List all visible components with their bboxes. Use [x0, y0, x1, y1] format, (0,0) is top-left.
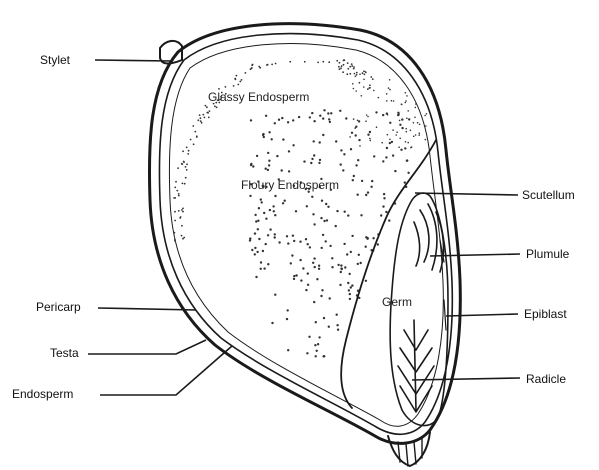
glassy-endosperm-dots	[173, 59, 427, 242]
label-germ: Germ	[382, 295, 412, 309]
scutellum-outline	[341, 140, 436, 408]
label-floury-endosperm: Floury Endosperm	[241, 178, 339, 192]
label-radicle: Radicle	[526, 372, 566, 386]
label-epiblast: Epiblast	[524, 307, 567, 321]
label-testa: Testa	[50, 346, 79, 360]
leader-scutellum	[415, 193, 518, 195]
leader-epiblast	[446, 314, 518, 316]
label-pericarp: Pericarp	[36, 300, 81, 314]
leader-radicle	[412, 378, 520, 380]
floury-endosperm-dots	[249, 109, 411, 357]
leader-stylet	[95, 60, 172, 61]
label-endosperm: Endosperm	[12, 387, 73, 401]
plumule-structure	[414, 204, 443, 272]
leader-testa	[88, 340, 206, 354]
label-glassy-endosperm: Glassy Endosperm	[208, 90, 309, 104]
label-stylet: Stylet	[40, 53, 71, 67]
radicle-structure	[398, 320, 434, 412]
label-plumule: Plumule	[526, 247, 570, 261]
label-scutellum: Scutellum	[522, 188, 575, 202]
